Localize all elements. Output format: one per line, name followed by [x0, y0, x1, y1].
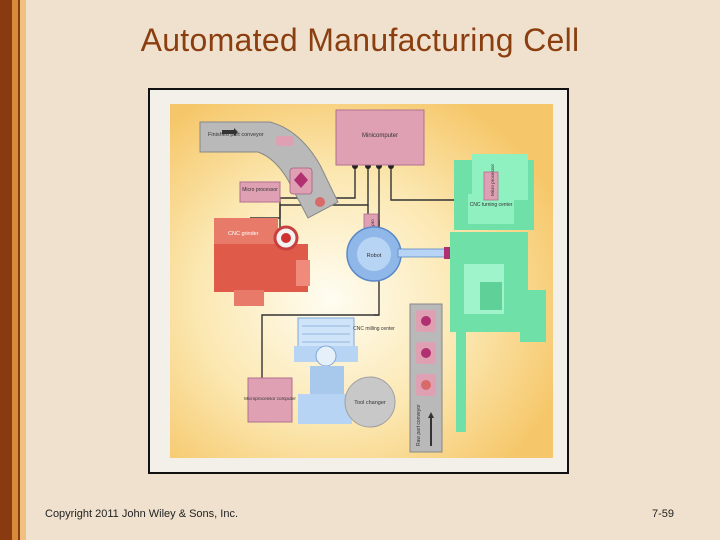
finished-part: [276, 136, 294, 146]
minicomputer-box: [335, 109, 425, 166]
micro-processor-box: [239, 181, 281, 203]
tool-changer: [344, 376, 396, 428]
milling-column: [310, 366, 344, 394]
microprocessor-computer-box: [247, 377, 293, 423]
left-decorative-stripe: [0, 0, 26, 540]
cnc-grinder-label: CNC grinder: [228, 231, 259, 237]
turning-support-leg: [456, 332, 466, 432]
microprocessor-computer-label: Microprocessor computer: [244, 396, 296, 401]
finished-part-conveyor-label: Finished part conveyor: [208, 132, 264, 138]
finished-part-arrow-icon: [222, 128, 238, 136]
milling-grid-lines: [302, 325, 350, 343]
raw-part-arrow-icon: [428, 412, 434, 446]
copyright-text: Copyright 2011 John Wiley & Sons, Inc.: [45, 508, 239, 520]
cnc-milling-center-label: CNC milling center: [353, 326, 395, 332]
part-circle: [315, 197, 325, 207]
turning-side-block: [520, 290, 546, 342]
cnc-milling-center-top: [297, 317, 355, 349]
robot-arm: [397, 248, 447, 258]
grinding-wheel-hub: [281, 233, 291, 243]
cnc-grinder-body: [214, 244, 308, 292]
cnc-turning-center-label: CNC turning center: [470, 202, 513, 208]
milling-base: [298, 394, 352, 424]
minicomputer-label: Minicomputer: [362, 133, 398, 139]
manufacturing-cell-figure: Finished part conveyor Minicomputer Micr…: [148, 88, 569, 474]
cnc-grinder-top: [214, 218, 278, 244]
raw-part-1-dot: [421, 316, 431, 326]
part-diamond: [294, 172, 308, 188]
slide-title: Automated Manufacturing Cell: [140, 22, 580, 58]
milling-spindle-head: [315, 345, 337, 367]
cnc-turning-upper-block: [472, 154, 528, 200]
page-number: 7-59: [652, 508, 675, 520]
tool-changer-label: Tool changer: [354, 400, 386, 406]
turning-micro-processor-box: [483, 171, 499, 201]
manufacturing-cell-diagram: Finished part conveyor Minicomputer Micr…: [170, 104, 553, 458]
turning-micro-processor-label: Micro processor: [490, 163, 495, 196]
turning-spindle: [480, 282, 502, 310]
raw-part-2-dot: [421, 348, 431, 358]
robot-label: Robot: [367, 253, 382, 259]
raw-part-3-dot: [421, 380, 431, 390]
raw-part-conveyor-label: Raw part conveyor: [416, 404, 422, 446]
grinder-side-panel: [296, 260, 310, 286]
micro-processor-label: Micro processor: [242, 187, 278, 193]
robot-inner: [357, 237, 391, 271]
cnc-grinder-base: [234, 290, 264, 306]
